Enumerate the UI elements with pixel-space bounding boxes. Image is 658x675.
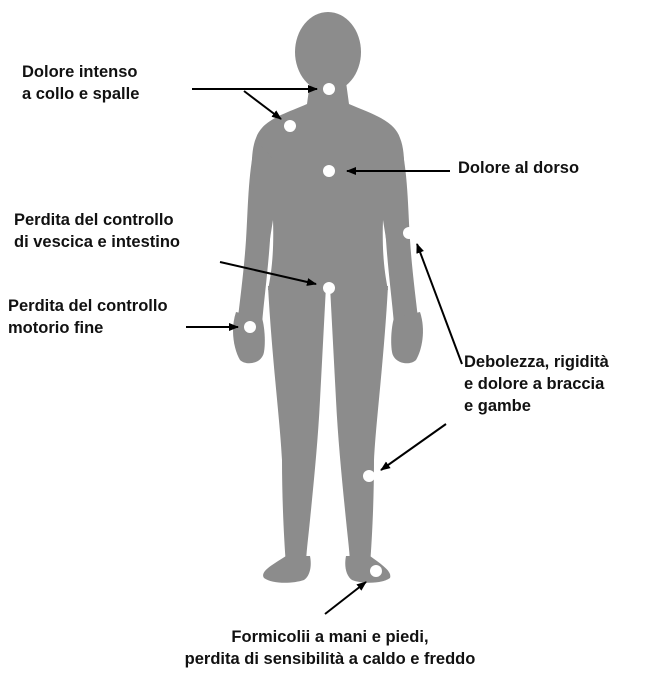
- marker-neck: [323, 83, 335, 95]
- label-line: Perdita del controllo: [14, 211, 174, 229]
- label-line: e dolore a braccia: [464, 375, 605, 393]
- label-line: motorio fine: [8, 319, 104, 337]
- marker-hand: [244, 321, 256, 333]
- marker-back: [323, 165, 335, 177]
- label-line: perdita di sensibilità a caldo e freddo: [184, 650, 476, 668]
- arrows: [186, 85, 463, 615]
- marker-arm: [403, 227, 415, 239]
- label-line: Formicolii a mani e piedi,: [231, 628, 429, 646]
- label-line: a collo e spalle: [22, 85, 140, 103]
- marker-shoulder: [284, 120, 296, 132]
- arrow-shoulder: [243, 90, 282, 120]
- label-line: Perdita del controllo: [8, 297, 168, 315]
- arrow-pelvis: [219, 261, 317, 286]
- label-bladder-bowel: Perdita del controllo di vescica e intes…: [14, 209, 180, 253]
- arrow-knee: [380, 423, 447, 471]
- arrow-foot: [324, 581, 367, 615]
- arrow-arm: [416, 243, 463, 365]
- label-back: Dolore al dorso: [458, 157, 579, 179]
- marker-pelvis: [323, 282, 335, 294]
- label-line: di vescica e intestino: [14, 233, 180, 251]
- label-neck-shoulders: Dolore intenso a collo e spalle: [22, 61, 139, 105]
- label-line: Dolore al dorso: [458, 159, 580, 177]
- label-line: e gambe: [464, 397, 531, 415]
- human-silhouette: [233, 12, 423, 583]
- label-fine-motor: Perdita del controllo motorio fine: [8, 295, 168, 339]
- label-line: Debolezza, rigidità: [464, 353, 609, 371]
- marker-knee: [363, 470, 375, 482]
- label-line: Dolore intenso: [22, 63, 138, 81]
- label-weakness: Debolezza, rigidità e dolore a braccia e…: [464, 351, 609, 417]
- label-tingling: Formicolii a mani e piedi, perdita di se…: [140, 626, 520, 670]
- marker-foot: [370, 565, 382, 577]
